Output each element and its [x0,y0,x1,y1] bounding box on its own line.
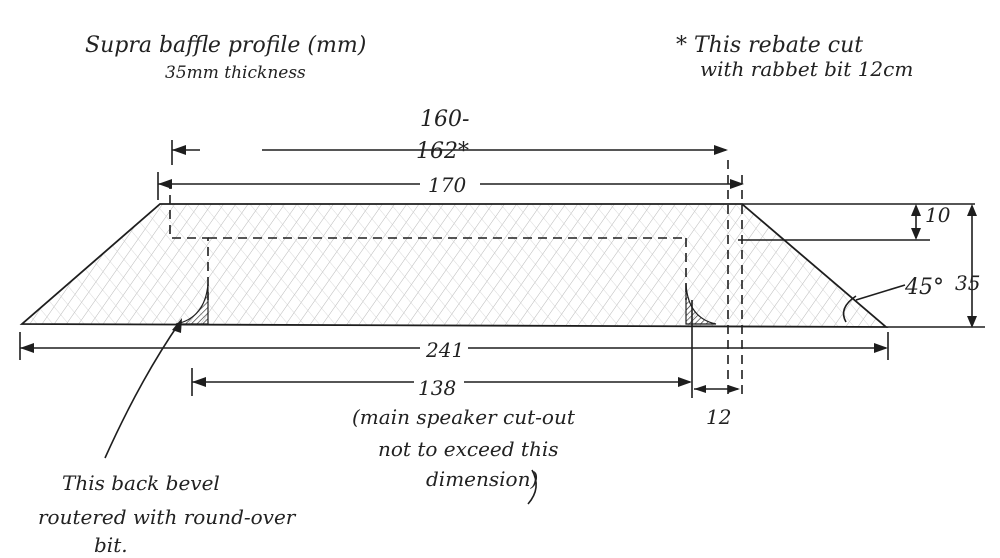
baffle-cross-section [19,203,889,328]
bevel-angle-marker: 45° [842,275,944,323]
rebate-width-label-1: 160- [420,107,469,132]
cutout-note-line-1: (main speaker cut-out [352,405,576,429]
bevel-leader-line [104,321,181,459]
dimension-241: 241 [19,332,889,362]
footnote-block: * This rebate cut with rabbet bit 12cm [676,33,913,81]
dimension-35: 35 [886,204,985,328]
bevel-note-line-1: This back bevel [62,471,220,495]
dimension-170: 170 [157,172,744,200]
cutout-width-label: 138 [418,376,456,400]
bevel-note-line-2: routered with round-over [38,505,297,529]
rebate-depth-label: 12 [706,405,731,429]
title-block: Supra baffle profile (mm) 35mm thickness [85,33,366,83]
thickness-label: 35 [955,271,980,295]
rebate-dashed-left [169,180,209,300]
dimension-160-162: 160- 162* [171,107,728,165]
dimension-138: 138 [191,300,693,400]
bottom-width-label: 241 [425,338,464,362]
cutout-note-line-3: dimension) [426,467,538,491]
bevel-angle-label: 45° [904,275,944,300]
right-bevel [685,283,717,325]
footnote-line-2: with rabbet bit 12cm [700,57,913,81]
title-line-1: Supra baffle profile (mm) [85,33,366,58]
rebate-height-label: 10 [925,203,951,227]
title-line-2: 35mm thickness [165,63,306,83]
rebate-width-label-2: 162* [416,139,469,164]
back-bevels [175,283,717,325]
cutout-note-line-2: not to exceed this [378,437,558,461]
cutout-note-brace [527,469,537,505]
left-bevel [175,283,209,325]
top-width-label: 170 [428,173,466,197]
bevel-note: This back bevel routered with round-over… [38,318,297,557]
footnote-line-1: * This rebate cut [676,33,863,58]
cutout-note: (main speaker cut-out not to exceed this… [352,405,576,505]
dimension-10: 10 [738,203,975,241]
dimension-12: 12 [694,385,740,429]
bevel-note-line-3: bit. [94,533,128,557]
baffle-shading-cross [22,204,886,327]
